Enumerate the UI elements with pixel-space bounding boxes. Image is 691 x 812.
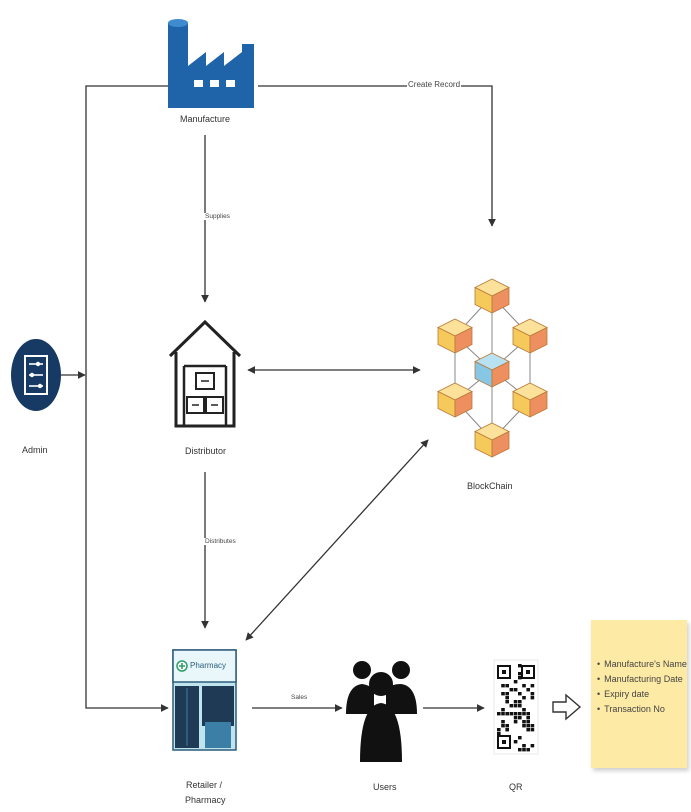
qr-info-note: Manufacture's Name Manufacturing Date Ex… — [591, 620, 687, 768]
connectors — [61, 85, 496, 712]
manufacture-label: Manufacture — [180, 114, 231, 124]
distributor-label: Distributor — [185, 446, 227, 456]
edge-retailer-blockchain — [245, 439, 429, 641]
edge-label-supplies: Supplies — [204, 213, 231, 220]
qr-info-list: Manufacture's Name Manufacturing Date Ex… — [591, 620, 687, 717]
qr-info-item: Expiry date — [597, 687, 687, 702]
retailer-label-line1: Retailer / — [186, 780, 223, 790]
factory-icon — [168, 19, 254, 108]
warehouse-icon — [168, 319, 242, 428]
edge-label-distributes: Distributes — [204, 538, 237, 545]
blockchain-icon — [437, 278, 548, 458]
edge-create-record — [258, 85, 496, 227]
qr-info-item: Manufacturing Date — [597, 672, 687, 687]
users-icon — [346, 661, 417, 762]
edge-label-create-record: Create Record — [407, 80, 462, 89]
pharmacy-icon — [172, 649, 237, 751]
edge-admin-bus — [85, 85, 169, 712]
admin-icon — [11, 339, 61, 411]
retailer-label-line2: Pharmacy — [185, 795, 226, 805]
users-label: Users — [373, 782, 397, 792]
blockchain-label: BlockChain — [467, 481, 513, 491]
qr-info-item: Manufacture's Name — [597, 657, 687, 672]
admin-label: Admin — [22, 445, 48, 455]
qr-label: QR — [509, 782, 523, 792]
edge-label-sales: Sales — [290, 694, 309, 701]
qr-code-icon — [493, 659, 539, 755]
outline-arrow-icon — [552, 693, 582, 721]
pharmacy-sign-text: Pharmacy — [190, 661, 227, 670]
qr-info-item: Transaction No — [597, 702, 687, 717]
